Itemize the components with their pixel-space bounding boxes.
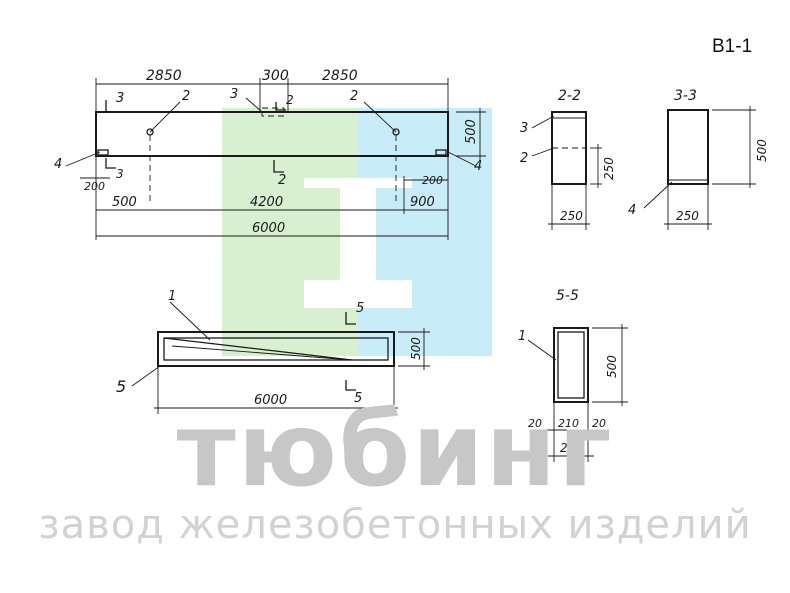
section-5-5-dim-20-left: 20	[528, 417, 542, 430]
plan-callout-5: 5	[116, 377, 126, 396]
plan-callout-1: 1	[168, 289, 176, 304]
section-5-5: 5-5 1 500 20 210 20 250	[518, 288, 628, 462]
section-mark-2-top: 2	[286, 93, 294, 107]
callout-2-left: 2	[182, 89, 190, 104]
section-2-2-dim-width: 250	[560, 209, 583, 223]
callout-2-right: 2	[350, 89, 358, 104]
section-3-3: 3-3 4 500 250	[628, 88, 769, 230]
brand-subtitle: завод железобетонных изделий	[38, 502, 752, 548]
section-5-5-dim-210: 210	[558, 417, 579, 430]
section-3-3-dim-height: 500	[755, 139, 769, 162]
dim-bottom-900: 900	[410, 195, 435, 210]
sheet-code: В1-1	[712, 36, 753, 57]
dim-bottom-4200: 4200	[250, 195, 283, 210]
section-2-2: 2-2 3 2 250 250	[520, 88, 616, 230]
section-3-3-label-4: 4	[628, 203, 636, 218]
callout-3: 3	[230, 87, 238, 102]
brand-name: тюбинг	[176, 391, 614, 510]
beam-plan-outline	[157, 331, 395, 367]
elevation-labels: 2850 300 2850 500 200 200 500 4200 900 6…	[54, 68, 482, 236]
section-2-2-label-2: 2	[520, 151, 528, 166]
section-5-5-dim-20-right: 20	[592, 417, 606, 430]
section-2-2-title: 2-2	[558, 88, 581, 104]
section-5-5-label-1: 1	[518, 329, 526, 344]
dim-small-right: 200	[422, 174, 443, 187]
callout-4-right: 4	[474, 159, 482, 174]
plan-dim-length: 6000	[254, 393, 287, 408]
section-2-2-dim-height: 250	[602, 157, 616, 180]
beam-elevation-outline	[95, 111, 449, 157]
elevation-view	[65, 78, 486, 240]
dim-bottom-500: 500	[112, 195, 137, 210]
dim-top-right: 2850	[322, 68, 358, 84]
plan-dim-height: 500	[409, 337, 423, 360]
section-mark-2-bottom: 2	[278, 173, 286, 188]
section-3-3-dim-width: 250	[676, 209, 699, 223]
section-mark-3-top: 3	[116, 91, 124, 106]
callout-4-left: 4	[54, 157, 62, 172]
dim-top-center: 300	[262, 68, 289, 84]
section-2-2-label-3: 3	[520, 121, 528, 136]
plan-view: 500 6000 5 5 1 5	[116, 289, 430, 414]
plan-section-mark-5-top: 5	[356, 301, 364, 316]
dim-bottom-6000: 6000	[252, 221, 285, 236]
section-5-5-title: 5-5	[556, 288, 579, 304]
section-3-3-title: 3-3	[674, 88, 697, 104]
section-mark-3-bottom: 3	[116, 167, 124, 181]
plan-section-mark-5-bottom: 5	[354, 391, 362, 406]
dim-small-left: 200	[84, 180, 105, 193]
dim-height: 500	[464, 119, 479, 144]
section-5-5-dim-height: 500	[605, 355, 619, 378]
section-5-5-dim-width: 250	[560, 441, 583, 455]
dim-top-left: 2850	[146, 68, 182, 84]
